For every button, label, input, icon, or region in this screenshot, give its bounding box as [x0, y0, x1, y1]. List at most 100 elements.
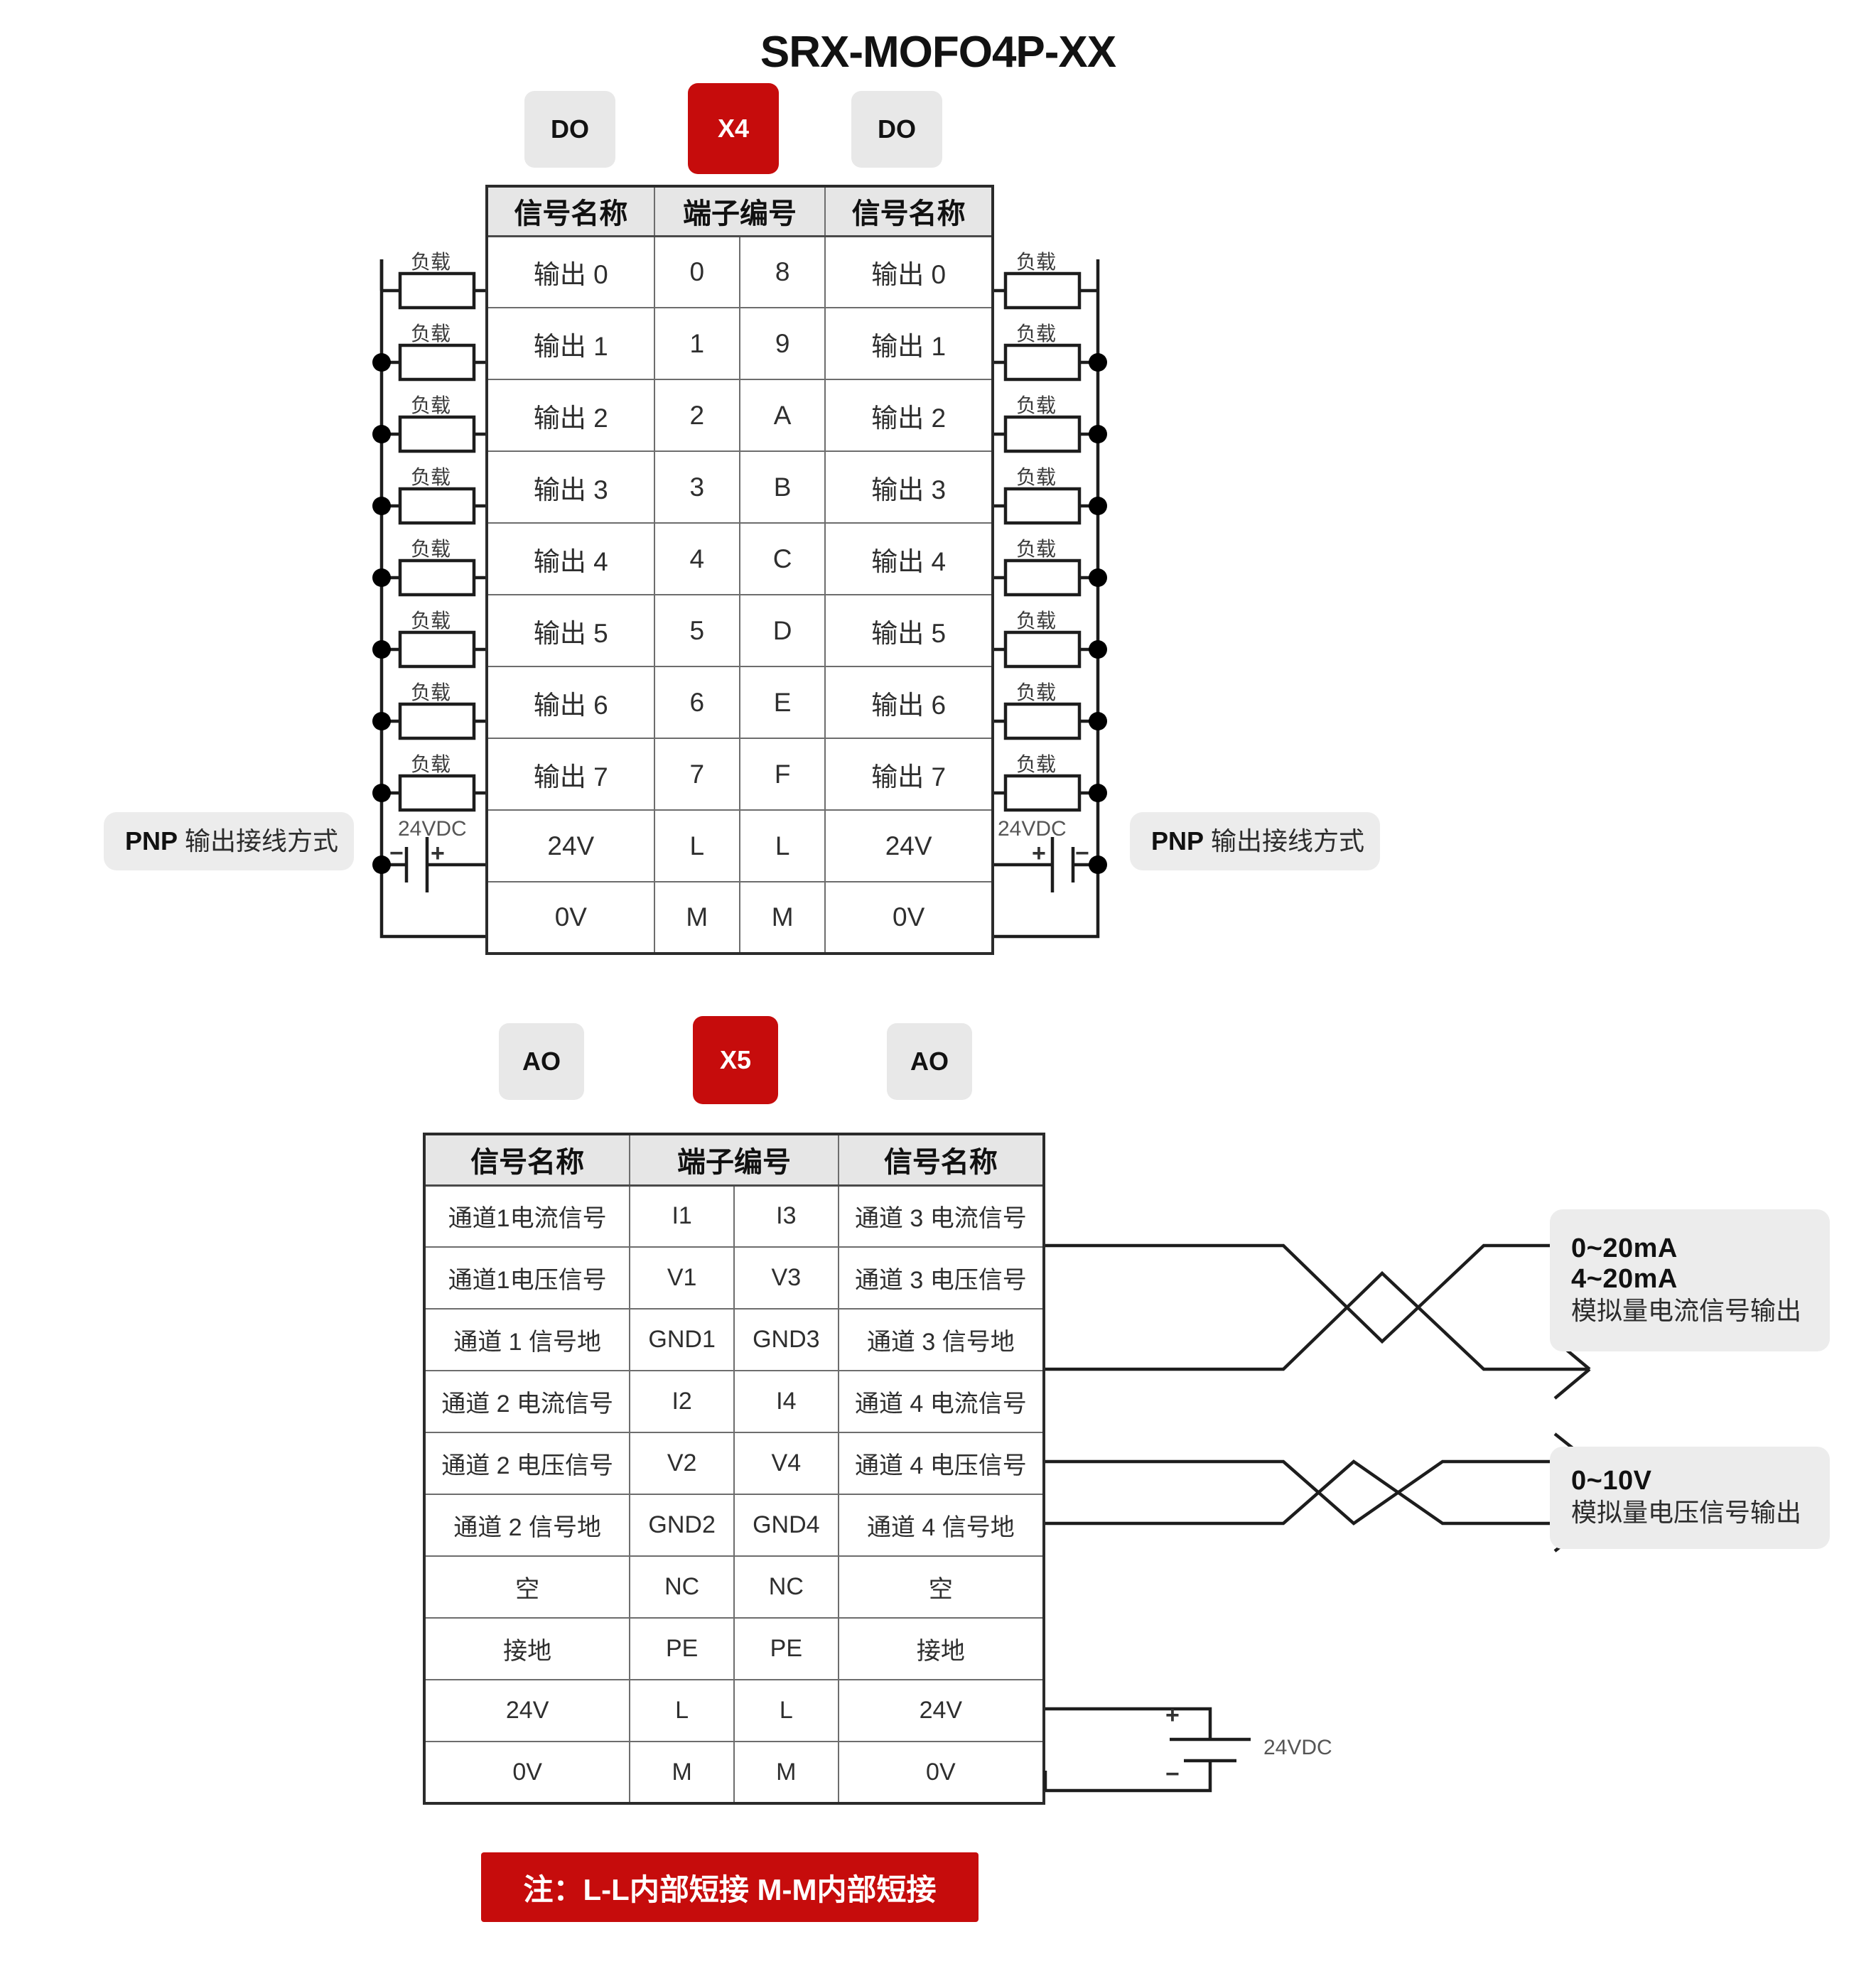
load-label: 负载	[411, 251, 451, 273]
ao-cell-num-left: I1	[629, 1184, 735, 1248]
do-cell-left: 输出 4	[486, 522, 655, 595]
do-cell-right: 输出 6	[824, 666, 993, 739]
pnp-note-right: PNP 输出接线方式	[1130, 812, 1380, 870]
ao-cell-left: 通道1电压信号	[423, 1246, 631, 1310]
load-label: 负载	[1016, 538, 1057, 560]
vdc-label-right: 24VDC	[998, 817, 1067, 841]
ao-cell-right: 空	[837, 1555, 1045, 1619]
do-header-signal-left: 信号名称	[486, 185, 655, 237]
polarity-minus-right: −	[1075, 840, 1089, 867]
ao-cell-right: 通道 3 电压信号	[837, 1246, 1045, 1310]
do-cell-right: 输出 2	[824, 379, 993, 452]
load-label: 负载	[1016, 610, 1057, 632]
ao-cell-left: 通道 1 信号地	[423, 1308, 631, 1371]
ao-cell-left: 通道1电流信号	[423, 1184, 631, 1248]
do-cell-right: 输出 7	[824, 738, 993, 811]
do-cell-left: 输出 0	[486, 235, 655, 308]
ao-cell-num-left: GND1	[629, 1308, 735, 1371]
do-header-terminal: 端子编号	[653, 185, 826, 237]
load-label: 负载	[411, 466, 451, 488]
do-cell-right: 0V	[824, 881, 993, 954]
ao-cell-left: 通道 2 电压信号	[423, 1432, 631, 1495]
pnp-rest-left: 输出接线方式	[178, 826, 339, 855]
voltage-range: 0~10V	[1571, 1466, 1652, 1496]
current-range-2: 4~20mA	[1571, 1263, 1678, 1294]
ao-cell-left: 空	[423, 1555, 631, 1619]
do-cell-num-right: A	[738, 379, 826, 452]
polarity-minus-left: −	[389, 840, 404, 867]
ao-cell-num-right: I3	[733, 1184, 839, 1248]
do-cell-num-right: L	[738, 809, 826, 882]
do-cell-num-right: D	[738, 594, 826, 667]
do-cell-right: 输出 4	[824, 522, 993, 595]
load-label: 负载	[1016, 394, 1057, 416]
footer-note: 注：L-L内部短接 M-M内部短接	[481, 1852, 979, 1922]
badge-do-right: DO	[851, 91, 942, 168]
do-cell-left: 输出 7	[486, 738, 655, 811]
ao-cell-num-left: M	[629, 1741, 735, 1804]
do-cell-num-left: 1	[653, 307, 740, 380]
badge-ao-right: AO	[887, 1023, 972, 1100]
do-cell-num-right: B	[738, 450, 826, 524]
polarity-plus-left: +	[431, 840, 445, 867]
ao-cell-num-right: L	[733, 1679, 839, 1742]
pnp-rest-right: 输出接线方式	[1204, 826, 1365, 855]
ao-cell-num-left: I2	[629, 1370, 735, 1433]
ao-cell-num-left: GND2	[629, 1494, 735, 1557]
do-cell-num-left: 2	[653, 379, 740, 452]
page-title: SRX-MOFO4P-XX	[760, 28, 1116, 77]
do-cell-num-left: 4	[653, 522, 740, 595]
ao-cell-right: 接地	[837, 1617, 1045, 1680]
ao-cell-num-right: GND4	[733, 1494, 839, 1557]
ao-cell-num-right: PE	[733, 1617, 839, 1680]
polarity-minus-ao: −	[1165, 1761, 1180, 1788]
do-cell-num-right: 8	[738, 235, 826, 308]
do-cell-right: 输出 0	[824, 235, 993, 308]
ao-cell-num-right: M	[733, 1741, 839, 1804]
do-cell-num-left: L	[653, 809, 740, 882]
do-cell-left: 输出 5	[486, 594, 655, 667]
load-label: 负载	[411, 610, 451, 632]
ao-cell-num-left: V1	[629, 1246, 735, 1310]
ao-cell-right: 通道 4 电流信号	[837, 1370, 1045, 1433]
do-cell-left: 输出 2	[486, 379, 655, 452]
badge-x5: X5	[693, 1016, 778, 1104]
ao-cell-left: 0V	[423, 1741, 631, 1804]
ao-cell-num-left: L	[629, 1679, 735, 1742]
do-cell-num-right: C	[738, 522, 826, 595]
load-label: 负载	[1016, 681, 1057, 703]
load-label: 负载	[411, 681, 451, 703]
do-cell-left: 输出 6	[486, 666, 655, 739]
ao-cell-right: 0V	[837, 1741, 1045, 1804]
do-cell-num-right: F	[738, 738, 826, 811]
pnp-bold-right: PNP	[1151, 826, 1204, 855]
do-cell-left: 24V	[486, 809, 655, 882]
do-cell-right: 输出 5	[824, 594, 993, 667]
load-label: 负载	[411, 753, 451, 775]
do-cell-num-left: 0	[653, 235, 740, 308]
do-cell-num-left: 6	[653, 666, 740, 739]
do-cell-right: 24V	[824, 809, 993, 882]
badge-do-left: DO	[524, 91, 615, 168]
ao-header-signal-right: 信号名称	[837, 1133, 1045, 1187]
do-cell-num-left: 5	[653, 594, 740, 667]
psu-label-ao: 24VDC	[1263, 1736, 1332, 1759]
do-cell-right: 输出 1	[824, 307, 993, 380]
pnp-bold-left: PNP	[125, 826, 178, 855]
voltage-output-note: 0~10V 模拟量电压信号输出	[1550, 1447, 1830, 1549]
ao-cell-left: 通道 2 信号地	[423, 1494, 631, 1557]
do-cell-num-left: 3	[653, 450, 740, 524]
